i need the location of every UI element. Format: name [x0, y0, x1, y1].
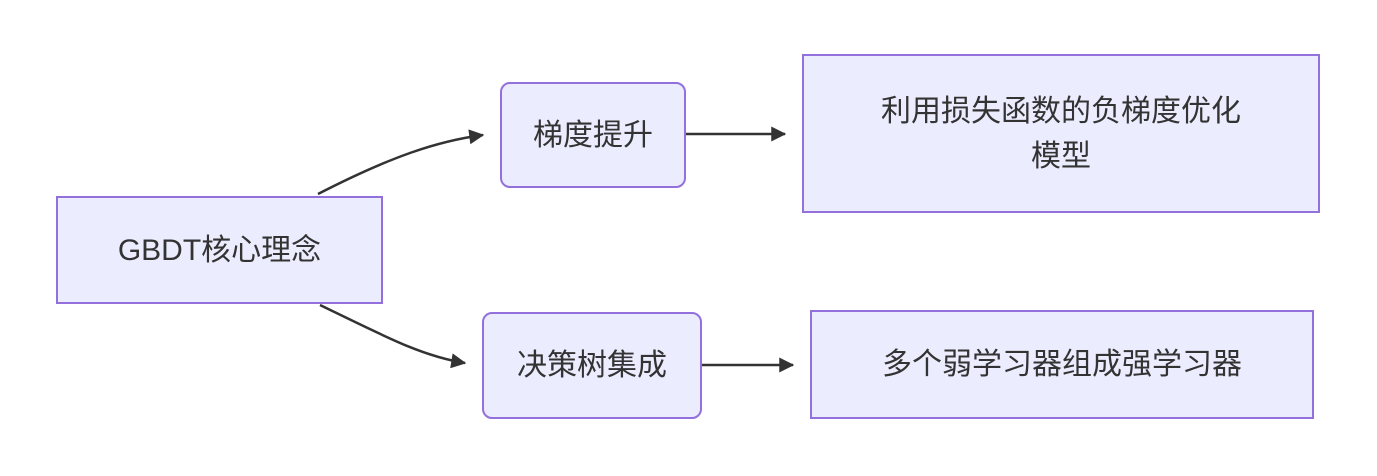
node-decision-tree-ensemble: 决策树集成: [482, 312, 702, 419]
node-label: 决策树集成: [517, 349, 667, 382]
node-decision-tree-ensemble-detail: 多个弱学习器组成强学习器: [810, 310, 1314, 419]
edge-root-to-gradient: [317, 129, 485, 196]
node-label: 多个弱学习器组成强学习器: [882, 348, 1242, 381]
node-label-line-2: 模型: [1031, 139, 1091, 173]
node-gbdt-core-concept: GBDT核心理念: [56, 196, 383, 304]
node-label: 梯度提升: [533, 118, 653, 152]
node-label: GBDT核心理念: [117, 233, 322, 267]
node-label-line-1: 利用损失函数的负梯度优化: [881, 94, 1241, 128]
node-gradient-boosting-detail: 利用损失函数的负梯度优化 模型: [802, 54, 1320, 213]
node-gradient-boosting: 梯度提升: [500, 82, 686, 188]
node-label: 利用损失函数的负梯度优化 模型: [881, 89, 1241, 179]
edge-root-to-ensemble: [319, 303, 467, 369]
